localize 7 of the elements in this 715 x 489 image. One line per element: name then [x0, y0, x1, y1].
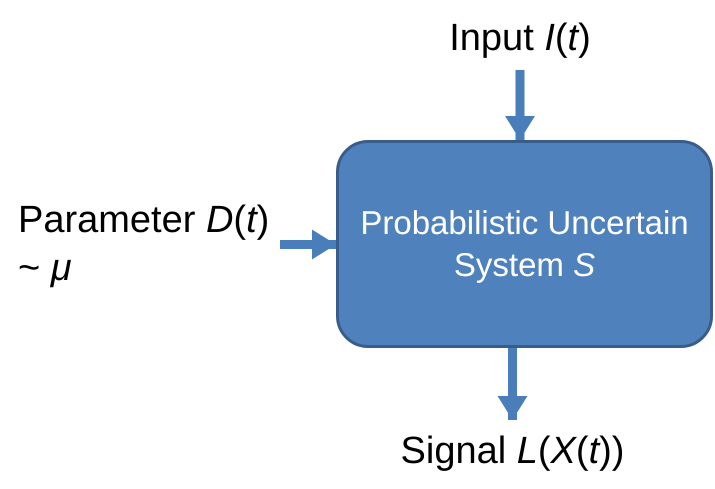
process-box: Probabilistic Uncertain System S [336, 140, 713, 348]
signal-label: Signal L(X(t)) [340, 420, 685, 484]
arrow [498, 348, 528, 420]
parameter-label: Parameter D(t) ~ μ [18, 182, 280, 307]
arrow [280, 230, 336, 260]
input-label: Input I(t) [400, 8, 640, 70]
arrow [505, 70, 535, 140]
